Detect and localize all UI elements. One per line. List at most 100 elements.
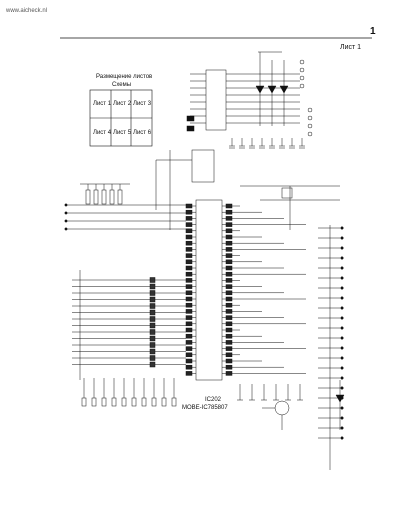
output-terminal [340,316,344,320]
ic-pin-right [225,358,233,364]
ic-label: IC202 [205,397,222,403]
ic-pin-right [225,228,233,234]
output-terminal [340,406,344,410]
bottom-resistor [121,397,127,407]
ic-pin-left [185,234,193,240]
output-terminal [340,306,344,310]
input-component [149,329,156,335]
input-component [149,335,156,342]
legend-subtitle: Схемы [112,82,132,88]
ic-pin-left [185,247,193,252]
output-terminal [340,286,344,290]
watermark-text: www.aicheck.nl [6,8,48,14]
ic-pin-left [185,216,193,221]
led-symbol [335,394,345,403]
resistor [101,189,107,205]
output-terminal [340,346,344,350]
legend-sheet-5: Лист 5 [113,130,132,136]
ic-part-number: MOBE-IC785807 [182,405,228,411]
ic-pin-left [185,284,193,289]
input-component [149,296,156,303]
input-component [149,277,156,283]
signal-terminal [64,211,68,215]
ic-pin-left [185,290,193,296]
ic202-body [195,199,223,381]
signal-terminal [64,203,68,207]
input-component [149,342,156,348]
ic-pin-right [225,364,233,370]
ic-pin-right [225,240,233,246]
ic-pin-right [225,309,233,314]
ic-pin-right [225,278,233,283]
terminal-circle [299,59,305,65]
ic-pin-left [185,240,193,246]
output-terminal [340,436,344,440]
ic-pin-right [225,333,233,339]
ic-pin-right [225,315,233,320]
ic-pin-right [225,284,233,289]
crystal-block [281,187,293,199]
signal-terminal [64,227,68,231]
input-component [149,316,156,322]
output-terminal [340,416,344,420]
ic-pin-left [185,346,193,351]
legend-sheet-3: Лист 3 [133,101,152,107]
input-component [149,348,156,355]
output-terminal [340,386,344,390]
terminal-circle [299,83,305,89]
input-component [149,303,156,309]
page-number: 1 [370,26,376,37]
output-terminal [340,256,344,260]
ic-pin-left [185,302,193,308]
ic-pin-left [185,371,193,376]
terminal-circle [307,123,313,129]
ic-pin-right [225,203,233,209]
regulator-block [191,149,215,183]
ic-pin-left [185,321,193,327]
output-terminal [340,266,344,270]
ic-pin-left [185,315,193,320]
output-terminal [340,246,344,250]
bottom-resistor [171,397,177,407]
output-terminal [340,226,344,230]
ic-pin-right [225,340,233,345]
ic-pin-left [185,358,193,364]
ic-pin-right [225,253,233,258]
bottom-resistor [161,397,167,407]
output-terminal [340,426,344,430]
legend-sheet-2: Лист 2 [113,101,132,107]
ic-pin-right [225,216,233,221]
ic-pin-left [185,222,193,227]
legend-sheet-6: Лист 6 [133,130,152,136]
top-connector [205,69,227,131]
bottom-resistor [141,397,147,407]
bottom-resistor [91,397,97,407]
ic-pin-left [185,309,193,314]
transistor-symbol [274,400,290,416]
ic-pin-right [225,222,233,227]
ic-pin-right [225,247,233,252]
input-component [149,361,156,368]
output-terminal [340,326,344,330]
ic-pin-right [225,259,233,265]
input-component [149,309,156,316]
bottom-resistor [81,397,87,407]
ic-pin-left [185,296,193,302]
output-terminal [340,276,344,280]
terminal-circle [307,131,313,137]
ic-pin-left [185,259,193,265]
ic-pin-left [185,271,193,277]
ic-pin-right [225,321,233,327]
terminal-circle [299,67,305,73]
output-terminal [340,336,344,340]
ic-pin-right [225,265,233,271]
input-component [149,283,156,290]
output-terminal [340,356,344,360]
ic-pin-left [185,265,193,271]
ic-pin-right [225,290,233,296]
ic-pin-right [225,209,233,215]
input-component [149,355,156,361]
bottom-resistor [131,397,137,407]
diode-symbol [267,85,277,94]
